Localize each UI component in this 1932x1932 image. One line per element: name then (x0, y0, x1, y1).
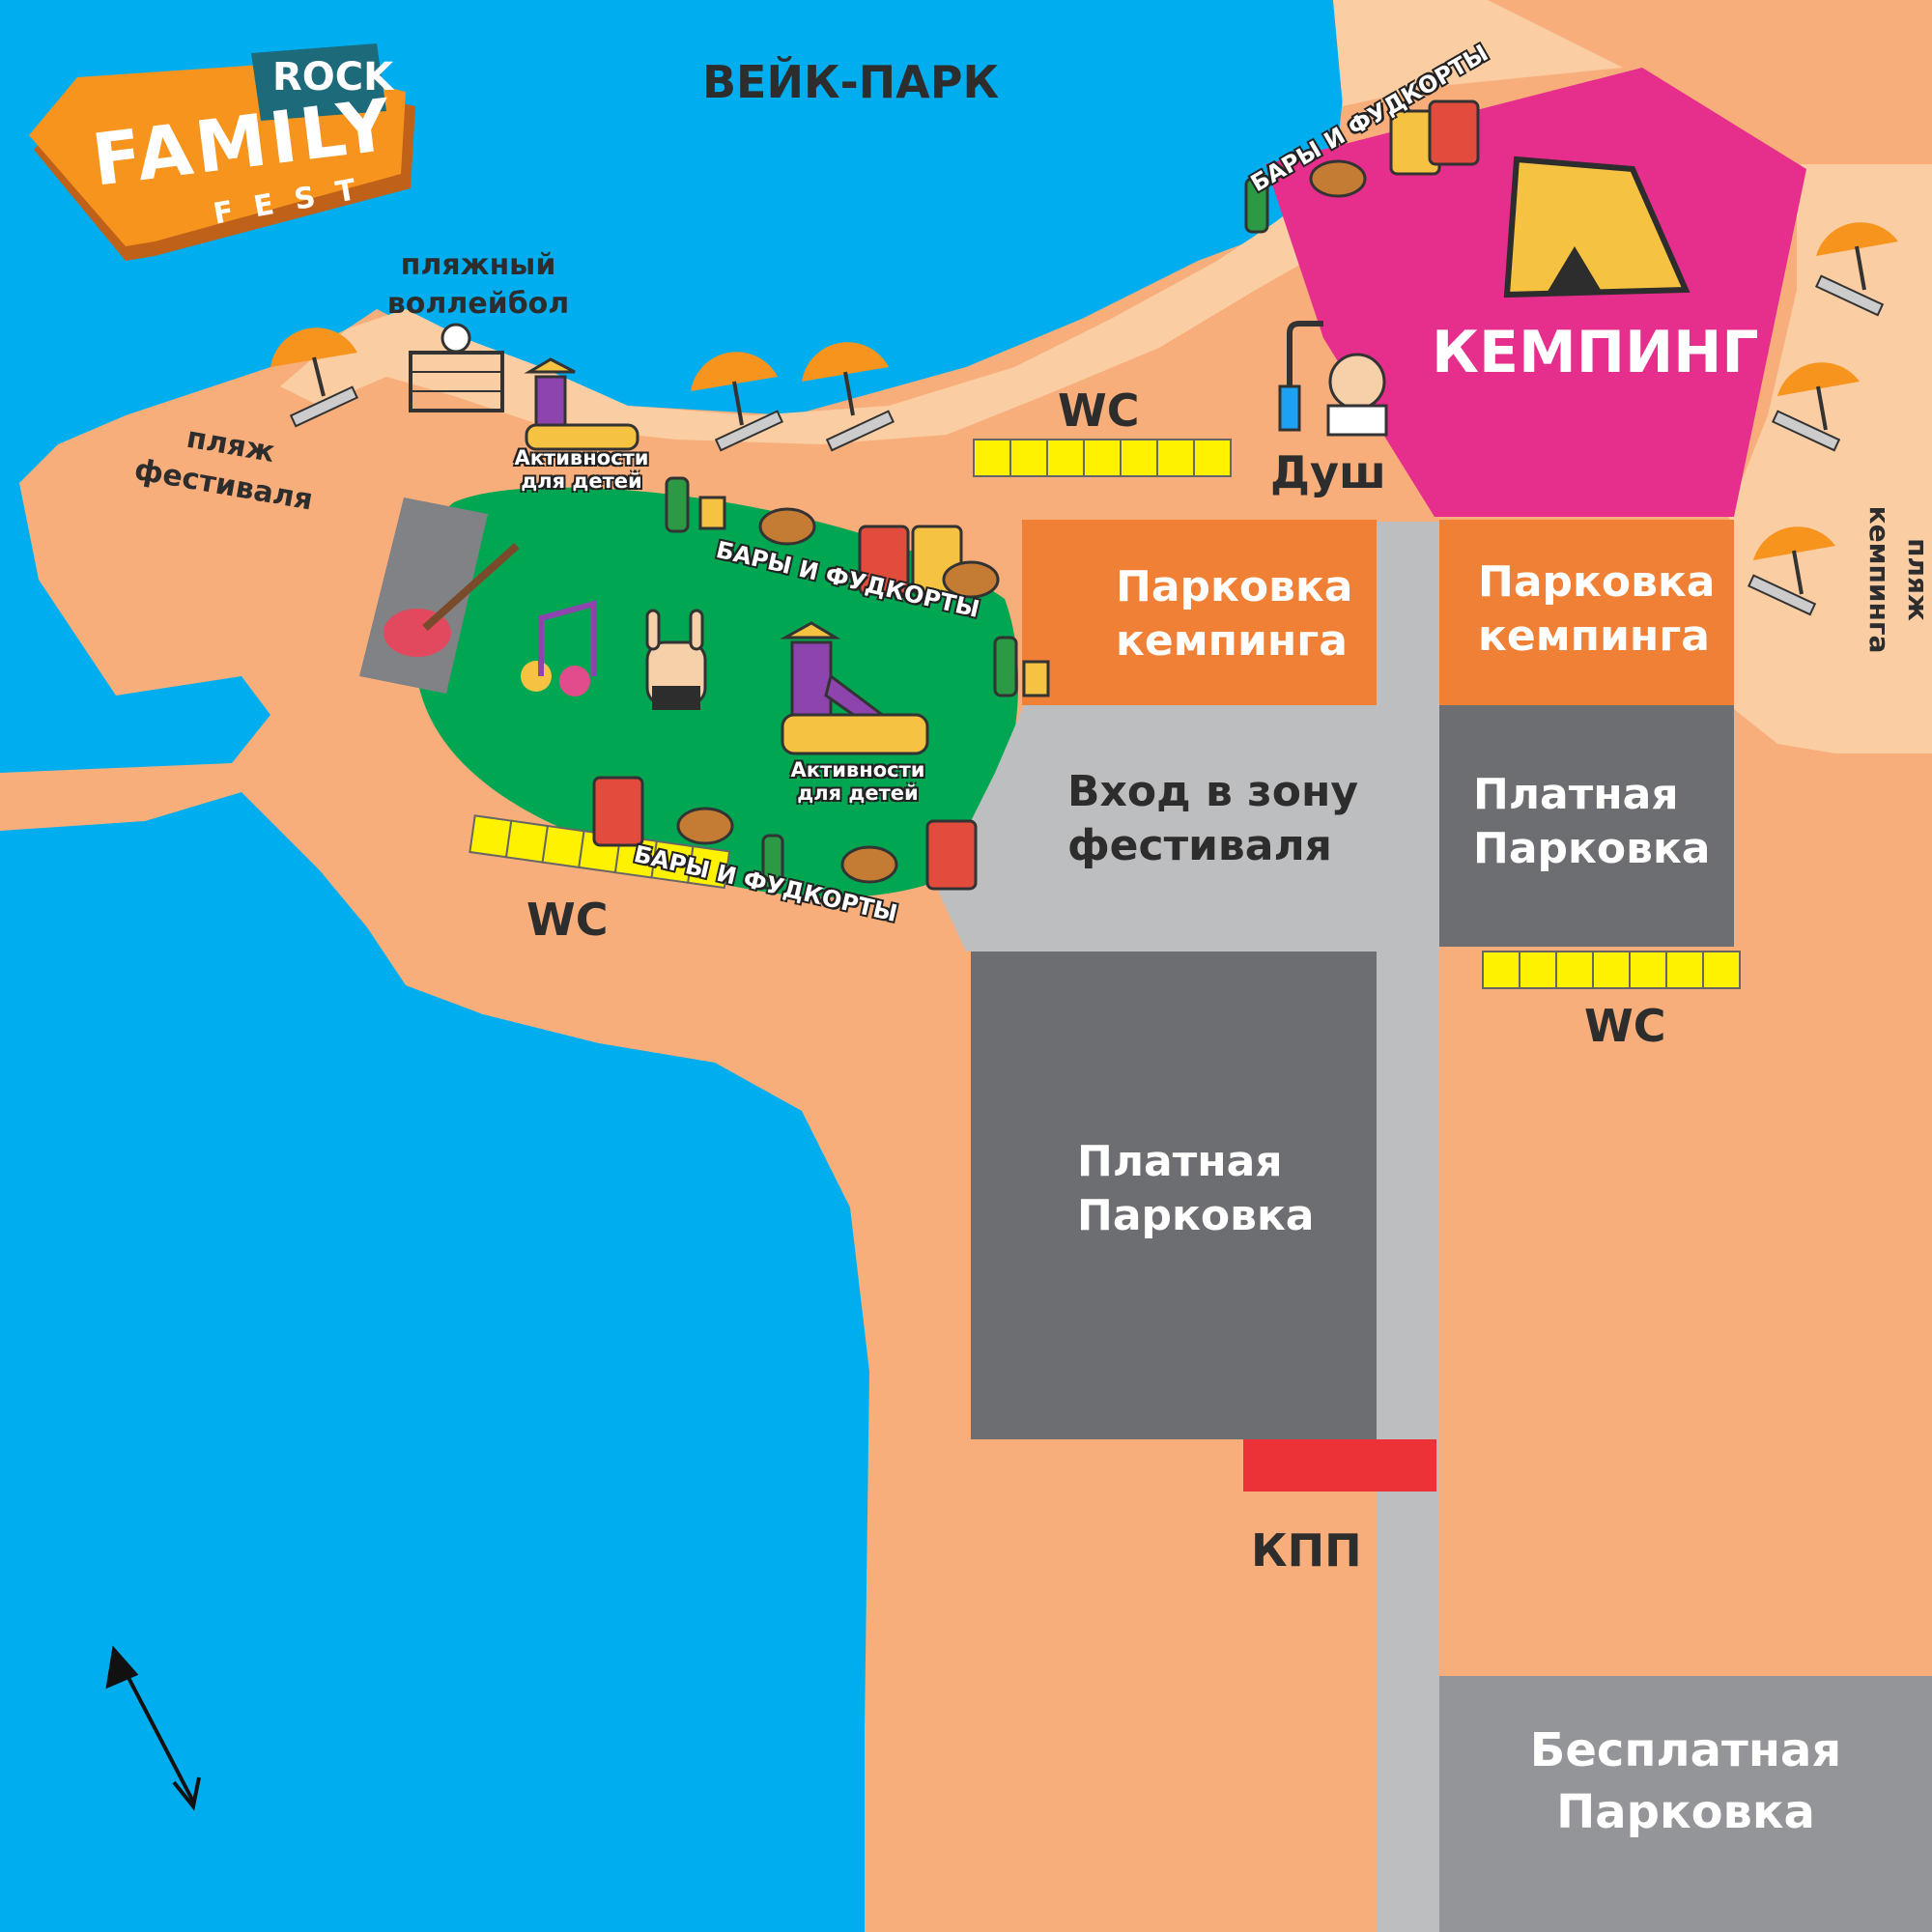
wc-left-label: WC (526, 894, 609, 946)
beach-umbrella-icon (270, 327, 359, 428)
entrance-zone (937, 705, 1377, 952)
music-notes-icon (521, 600, 597, 696)
paid-parking-center (971, 952, 1377, 1439)
tent-icon (1503, 156, 1690, 298)
beach-umbrella-icon (1814, 222, 1898, 317)
kids-activities-top-label: Активности для детей (514, 446, 649, 493)
paid-parking-center-label: Платная Парковка (1077, 1137, 1315, 1240)
paid-parking-right-label: Платная Парковка (1473, 770, 1711, 873)
checkpoint-label: КПП (1251, 1524, 1362, 1577)
playground-slide-icon (524, 357, 639, 451)
free-parking-label: Бесплатная Парковка (1529, 1723, 1842, 1839)
road-vertical (1377, 522, 1439, 1932)
shower-icon (1278, 321, 1388, 437)
wc-block-right (1482, 951, 1741, 989)
beach-umbrella-icon (802, 342, 895, 452)
rock-hand-icon (645, 609, 707, 710)
guitar-stage-icon (384, 543, 520, 657)
wc-top-label: WC (1058, 384, 1140, 437)
camping-label: КЕМПИНГ (1432, 319, 1759, 386)
camp-parking-1-label: Парковка кемпинга (1116, 562, 1353, 666)
kids-activities-center-label: Активности для детей (790, 758, 925, 805)
checkpoint-bar (1243, 1439, 1436, 1492)
volleyball-label: пляжный воллейбол (386, 248, 570, 321)
entrance-label: Вход в зону фестиваля (1067, 767, 1359, 870)
beach-umbrella-icon (1747, 526, 1835, 616)
camping-beach-top (1333, 0, 1623, 106)
wake-park-label: ВЕЙК-ПАРК (702, 56, 1000, 108)
camping-beach (1729, 164, 1932, 753)
wc-right-label: WC (1584, 1000, 1666, 1052)
logo-top-word: ROCK (272, 55, 394, 99)
beach-umbrella-icon (1771, 362, 1860, 452)
beach-umbrella-icon (691, 352, 784, 452)
free-parking (1439, 1676, 1932, 1932)
playground-slide-icon (780, 621, 929, 755)
camp-parking-1 (1022, 520, 1377, 705)
volleyball-net-icon (409, 323, 504, 412)
north-arrow-icon (105, 1645, 201, 1811)
camp-parking-2-label: Парковка кемпинга (1478, 557, 1716, 661)
burger-fries-drinks-icon (592, 776, 978, 891)
logo (29, 43, 415, 261)
camping-beach-label: пляж кемпинга (1863, 505, 1932, 654)
burger-fries-drinks-icon (1244, 99, 1480, 234)
shower-label: Душ (1270, 446, 1386, 498)
camp-parking-2 (1439, 520, 1734, 705)
paid-parking-right (1439, 705, 1734, 947)
wc-block-top (973, 439, 1232, 477)
burger-fries-drinks-icon (665, 476, 1050, 697)
